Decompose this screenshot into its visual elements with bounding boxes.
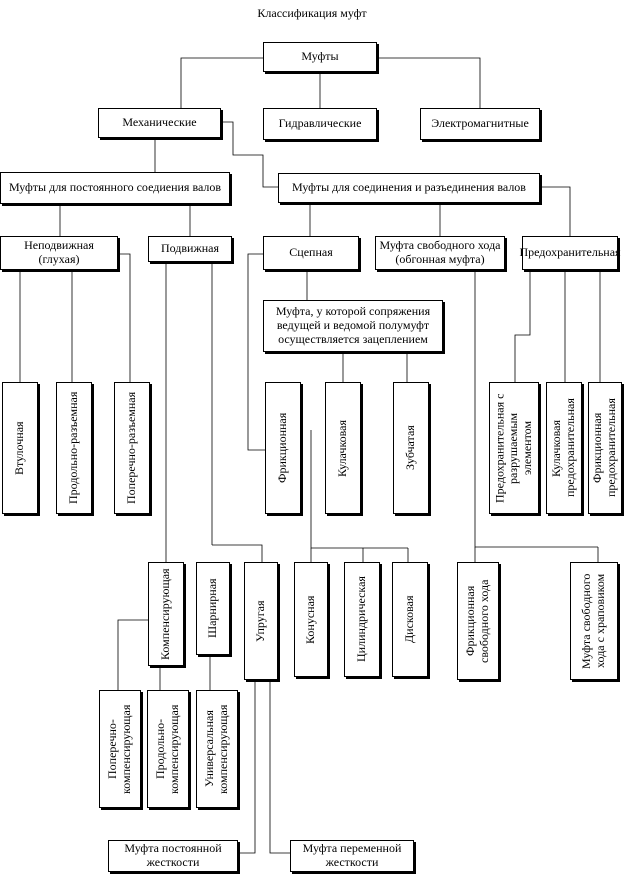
node-longitudinal-comp: Продольно-компенсирующая: [147, 690, 189, 808]
line-elastic-variable: [269, 680, 290, 854]
node-permanent: Муфты для постоянного соедиения валов: [0, 172, 230, 204]
node-hinged: Шарнирная: [196, 562, 230, 655]
node-disc: Дисковая: [392, 562, 428, 677]
node-ratchet-freewheel: Муфта свободного хода с храповиком: [570, 562, 618, 680]
node-transverse-split: Поперечно-разъемная: [114, 382, 150, 514]
node-hydraulic: Гидравлические: [263, 108, 377, 140]
node-gear: Зубчатая: [393, 382, 429, 514]
node-jaw-safety: Кулачковая предохранительная: [546, 382, 582, 514]
node-friction-freewheel: Фрикционная свободного хода: [457, 562, 499, 680]
node-clutch: Сцепная: [263, 236, 359, 270]
node-sleeve: Втулочная: [2, 382, 38, 514]
line-couplings-electro: [377, 57, 481, 108]
line-elastic-constant: [238, 680, 256, 854]
node-jaw: Кулачковая: [325, 382, 361, 514]
diagram-title: Классификация муфт: [257, 6, 367, 20]
line-mech-switchable: [221, 121, 278, 188]
node-compensating: Компенсирующая: [148, 562, 184, 666]
node-constant-stiffness: Муфта постоянной жесткости: [108, 840, 238, 872]
node-safety-breakable: Предохранительная с разрушаемым элементо…: [489, 382, 539, 514]
line-clutch-friction: [247, 253, 265, 451]
line-couplings-mechanical: [180, 57, 263, 108]
node-switchable: Муфты для соединения и разъединения вало…: [278, 173, 540, 203]
node-couplings: Муфты: [263, 42, 377, 72]
line-comp-transverse: [117, 619, 148, 690]
node-longitudinal-split: Продольно-разъемная: [56, 382, 92, 514]
line-movable-elastic: [212, 544, 263, 562]
node-friction-safety: Фрикционная предохранительная: [588, 382, 622, 514]
node-transverse-comp: Поперечно-компенсирующая: [99, 690, 141, 808]
node-movable: Подвижная: [148, 236, 232, 262]
node-cylindrical: Цилиндрическая: [344, 562, 380, 677]
line-fixed-transverse: [118, 253, 131, 382]
node-friction: Фрикционная: [265, 382, 301, 514]
node-mechanical: Механические: [98, 108, 221, 138]
node-engagement: Муфта, у которой сопряжения ведущей и ве…: [263, 300, 443, 352]
node-fixed: Неподвижная (глухая): [0, 236, 118, 270]
node-safety: Предохранительная: [519, 236, 621, 270]
line-switch-safety: [540, 186, 571, 236]
node-freewheel: Муфта свободного хода (обгонная муфта): [375, 236, 505, 270]
node-variable-stiffness: Муфта переменной жесткости: [290, 840, 414, 872]
node-universal-comp: Универсальная компенсирующая: [196, 690, 238, 808]
line-safety-breakable: [514, 270, 531, 382]
node-electromagnetic: Электромагнитные: [420, 108, 540, 140]
node-conical: Конусная: [294, 562, 328, 677]
node-elastic: Упругая: [244, 562, 278, 680]
